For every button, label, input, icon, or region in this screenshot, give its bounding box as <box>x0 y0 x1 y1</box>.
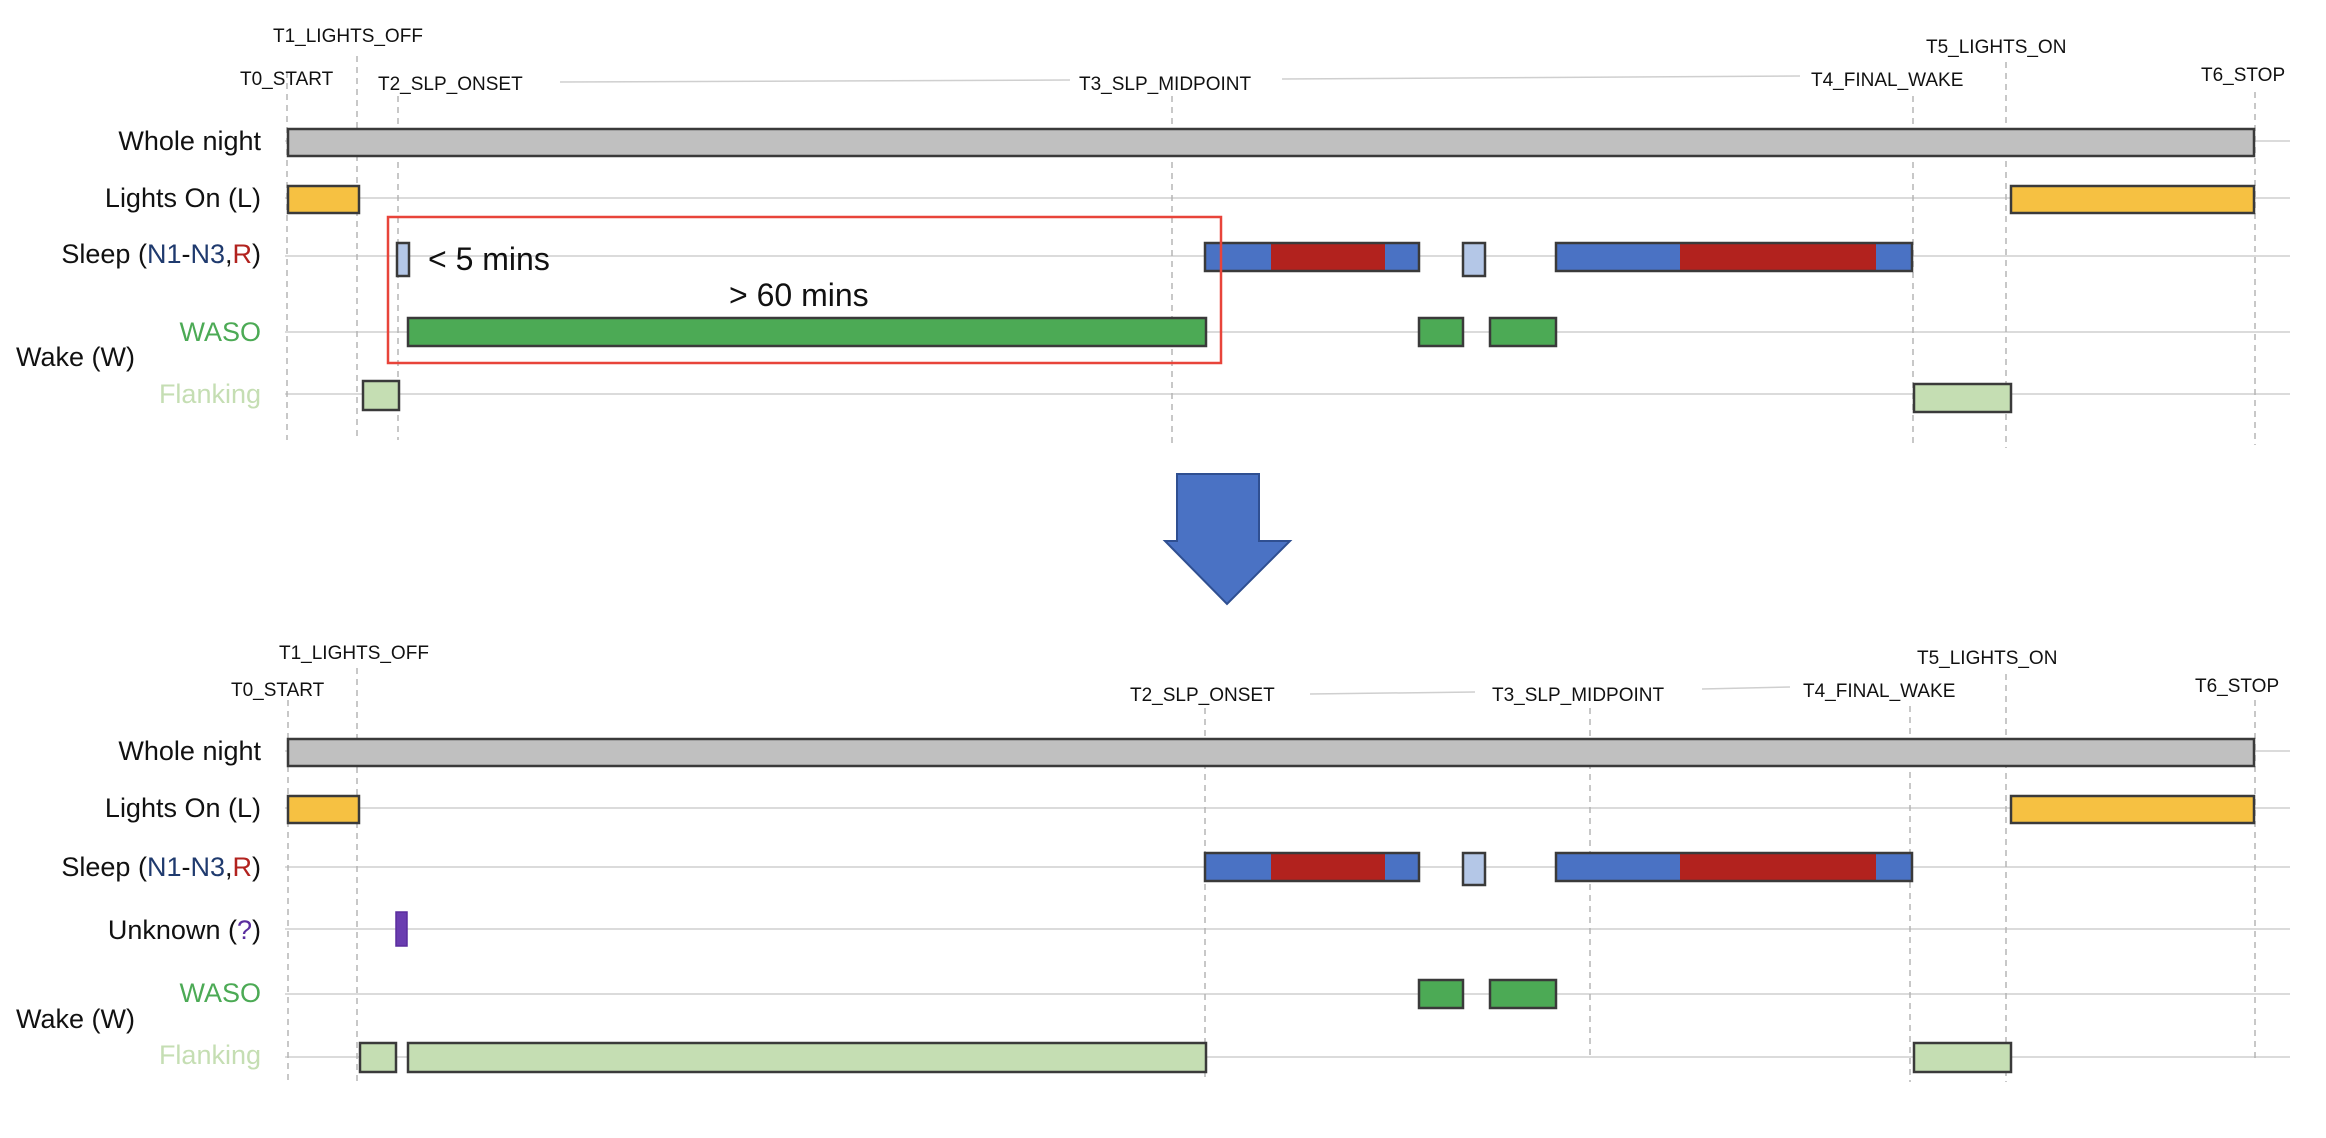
seg-nrem <box>1556 243 1680 271</box>
label-flanking: Flanking <box>159 1040 261 1070</box>
label-sleep-r: R <box>233 239 253 269</box>
label-sleep-dash: - <box>181 852 190 882</box>
seg-rem <box>1680 853 1876 881</box>
marker-t2-sleep-onset: T2_SLP_ONSET <box>1130 685 1275 706</box>
seg-nrem <box>1205 853 1271 881</box>
marker-t1-lights-off: T1_LIGHTS_OFF <box>279 643 429 664</box>
label-lights-on: Lights On (L) <box>105 183 261 213</box>
seg-nrem <box>1876 243 1912 271</box>
label-sleep-n1: N1 <box>147 852 182 882</box>
bar-unknown <box>395 911 408 947</box>
label-waso: WASO <box>179 978 261 1008</box>
bar-waso-2 <box>1417 978 1465 1010</box>
leader-t2-t3 <box>1309 691 1476 695</box>
leader-t3-t4 <box>1701 686 1791 690</box>
bar-outline <box>1203 851 1421 883</box>
seg-rem <box>1271 853 1385 881</box>
marker-t4-final-wake: T4_FINAL_WAKE <box>1803 681 1955 702</box>
bar-outline <box>1554 851 1914 883</box>
bar-waso-3 <box>1488 978 1558 1010</box>
label-sleep: Sleep (N1-N3,R) <box>61 239 261 269</box>
bar-lights-on-start <box>286 794 361 825</box>
seg-rem <box>1271 243 1385 271</box>
label-whole-night: Whole night <box>118 736 261 766</box>
marker-t2-sleep-onset: T2_SLP_ONSET <box>378 74 523 95</box>
bar-sleep-block-1 <box>1203 851 1421 883</box>
bar-sleep-short-bout-2 <box>1461 851 1487 887</box>
panel-before: T0_START T1_LIGHTS_OFF T2_SLP_ONSET T3_S… <box>16 26 2290 448</box>
bar-whole-night <box>286 127 2256 158</box>
label-sleep-suffix: ) <box>252 239 261 269</box>
seg-nrem <box>1205 243 1271 271</box>
bar-flanking-start <box>361 379 401 412</box>
marker-t5-lights-on: T5_LIGHTS_ON <box>1917 648 2057 669</box>
label-wake: Wake (W) <box>16 342 135 372</box>
bar-whole-night <box>286 737 2256 768</box>
bar-sleep-short-bout <box>395 241 411 278</box>
transform-arrow-icon <box>1162 473 1293 606</box>
label-sleep-prefix: Sleep ( <box>61 852 147 882</box>
label-sleep-n1: N1 <box>147 239 182 269</box>
annotation-long-waso: > 60 mins <box>729 277 869 313</box>
label-unknown-suffix: ) <box>252 915 261 945</box>
bar-sleep-short-bout-2 <box>1461 241 1487 278</box>
marker-t3-sleep-midpoint: T3_SLP_MIDPOINT <box>1492 685 1664 706</box>
bar-waso-long <box>406 316 1208 348</box>
label-wake: Wake (W) <box>16 1004 135 1034</box>
bar-lights-on-end <box>2009 184 2256 215</box>
leader-t2-t3 <box>559 79 1071 83</box>
label-sleep-dash: - <box>181 239 190 269</box>
label-waso: WASO <box>179 317 261 347</box>
marker-t0-start: T0_START <box>240 69 334 90</box>
label-sleep: Sleep (N1-N3,R) <box>61 852 261 882</box>
label-sleep-n3: N3 <box>190 239 225 269</box>
bar-sleep-block-2 <box>1554 851 1914 883</box>
bar-sleep-block-1 <box>1203 241 1421 273</box>
label-unknown-q: ? <box>237 915 252 945</box>
marker-t1-lights-off: T1_LIGHTS_OFF <box>273 26 423 47</box>
marker-t5-lights-on: T5_LIGHTS_ON <box>1926 37 2066 58</box>
marker-t3-sleep-midpoint: T3_SLP_MIDPOINT <box>1079 74 1251 95</box>
label-unknown: Unknown (?) <box>108 915 261 945</box>
seg-nrem <box>1876 853 1912 881</box>
bar-outline <box>1554 241 1914 273</box>
bar-flanking-end <box>1912 1041 2013 1074</box>
bar-lights-on-start <box>286 184 361 215</box>
marker-t4-final-wake: T4_FINAL_WAKE <box>1811 70 1963 91</box>
label-sleep-suffix: ) <box>252 852 261 882</box>
marker-t6-stop: T6_STOP <box>2195 676 2279 697</box>
bar-lights-on-end <box>2009 794 2256 825</box>
label-sleep-r: R <box>233 852 253 882</box>
bar-flanking-start <box>358 1041 398 1074</box>
bar-flanking-reassigned <box>406 1041 1208 1074</box>
label-sleep-comma: , <box>225 239 233 269</box>
annotation-short-bout: < 5 mins <box>428 241 550 277</box>
label-sleep-comma: , <box>225 852 233 882</box>
label-sleep-n3: N3 <box>190 852 225 882</box>
leader-t3-t4 <box>1281 75 1801 80</box>
marker-t6-stop: T6_STOP <box>2201 65 2285 86</box>
label-flanking: Flanking <box>159 379 261 409</box>
seg-nrem <box>1385 243 1419 271</box>
seg-rem <box>1680 243 1876 271</box>
label-lights-on: Lights On (L) <box>105 793 261 823</box>
label-whole-night: Whole night <box>118 126 261 156</box>
panel-after: T0_START T1_LIGHTS_OFF T2_SLP_ONSET T3_S… <box>16 643 2290 1082</box>
bar-waso-3 <box>1488 316 1558 348</box>
highlight-box <box>386 215 1223 365</box>
label-sleep-prefix: Sleep ( <box>61 239 147 269</box>
seg-nrem <box>1556 853 1680 881</box>
bar-flanking-end <box>1912 382 2013 414</box>
bar-sleep-block-2 <box>1554 241 1914 273</box>
seg-nrem <box>1385 853 1419 881</box>
bar-waso-2 <box>1417 316 1465 348</box>
label-unknown-prefix: Unknown ( <box>108 915 237 945</box>
bar-outline <box>1203 241 1421 273</box>
marker-t0-start: T0_START <box>231 680 325 701</box>
